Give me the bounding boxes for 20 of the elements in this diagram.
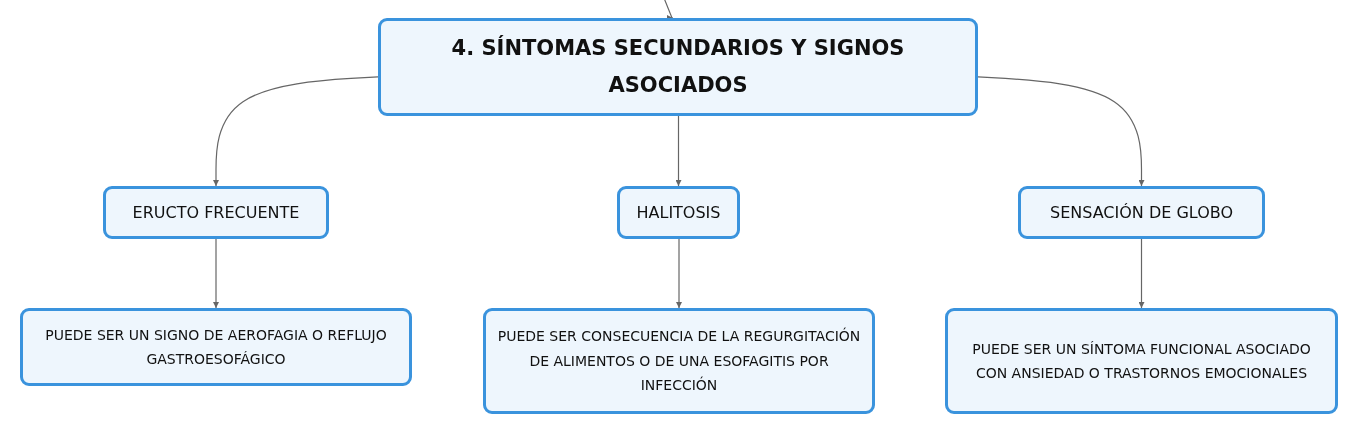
subtopic-box [617,186,740,239]
connector-arrow [213,238,219,309]
connector-arrow [213,76,379,187]
node-text: HALITOSIS [636,201,721,224]
connector-arrow [675,115,682,187]
topic-box [378,18,978,116]
subtopic-box [103,186,329,239]
connector-arrow [1138,238,1145,309]
subtopic-box [483,308,875,414]
node-text: SENSACIÓN DE GLOBO [1050,201,1233,224]
connector-arrow [977,76,1145,187]
subtopic-box [20,308,412,386]
connector-arrow [676,238,682,309]
node-text: PUEDE SER UN SÍNTOMA FUNCIONAL ASOCIADO CON ANSIEDAD O TRASTORNOS EMOCIONALES [971,339,1312,383]
subtopic-box [945,308,1338,414]
node-text: 4. SÍNTOMAS SECUNDARIOS Y SIGNOS ASOCIADOS [450,34,906,99]
node-text: PUEDE SER UN SIGNO DE AEROFAGIA O REFLUJO GASTROESOFÁGICO [44,325,388,369]
subtopic-box [1018,186,1265,239]
node-text: ERUCTO FRECUENTE [132,201,300,224]
node-text: PUEDE SER CONSECUENCIA DE LA REGURGITACIÓN DE ALIMENTOS O DE UNA ESOFAGITIS POR INFECCIÓN [496,326,862,396]
